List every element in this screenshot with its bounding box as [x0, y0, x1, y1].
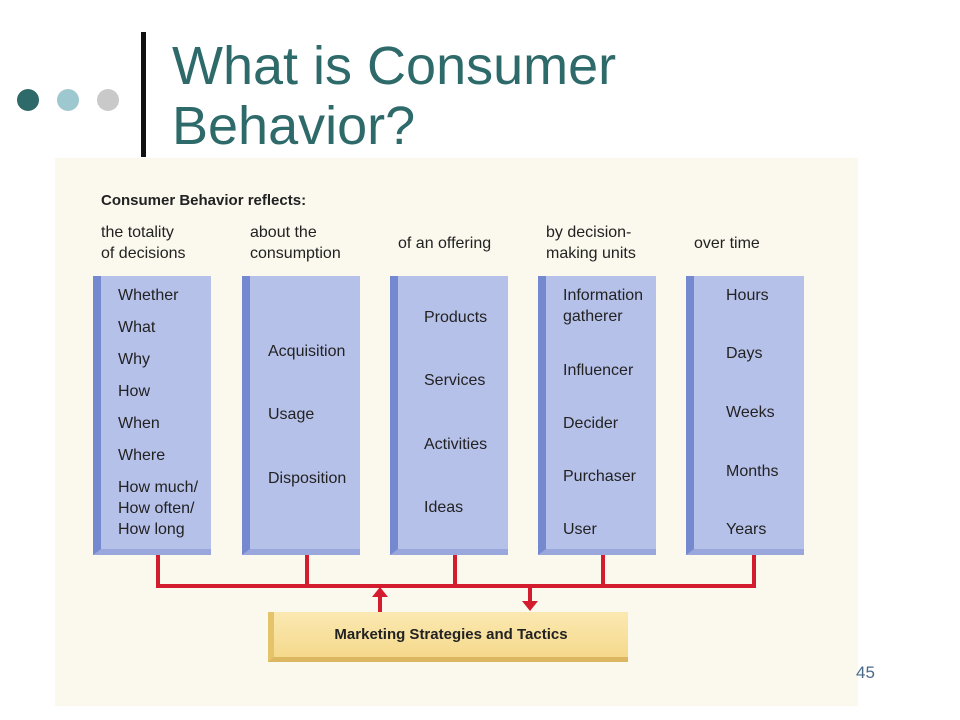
column-header-decisions: the totality of decisions [101, 222, 186, 264]
header-line: the totality [101, 224, 174, 241]
list-item: Disposition [268, 470, 347, 487]
list-item: Usage [268, 406, 315, 423]
marketing-strategies-label: Marketing Strategies and Tactics [334, 626, 568, 643]
marketing-strategies-box: Marketing Strategies and Tactics [268, 612, 628, 662]
list-item: Information [563, 287, 644, 304]
diagram-heading: Consumer Behavior reflects: [101, 192, 307, 209]
box-consumption: Acquisition Usage Disposition [242, 276, 360, 555]
header-line: of decisions [101, 245, 186, 262]
column-header-time: over time [694, 233, 760, 254]
bullet-dot-dark [17, 89, 39, 111]
list-item: Hours [726, 287, 769, 304]
list-item: Acquisition [268, 343, 346, 360]
list-item: Months [726, 463, 779, 480]
header-line: making units [546, 245, 636, 262]
slide-title: What is Consumer Behavior? [172, 36, 616, 156]
down-arrow-shaft [528, 588, 532, 602]
connector-drop [453, 555, 457, 587]
connector-drop [305, 555, 309, 587]
header-line: consumption [250, 245, 341, 262]
list-item: When [118, 415, 160, 432]
bullet-dot-gray [97, 89, 119, 111]
list-item: Years [726, 521, 767, 538]
list-item: Whether [118, 287, 179, 304]
connector-drop [156, 555, 160, 587]
title-line-1: What is Consumer [172, 36, 617, 96]
list-item: Weeks [726, 404, 775, 421]
list-item: How long [118, 521, 185, 538]
header-line: by decision- [546, 224, 632, 241]
column-header-decision-units: by decision- making units [546, 222, 636, 264]
connector-drop [601, 555, 605, 587]
box-time: Hours Days Weeks Months Years [686, 276, 804, 555]
box-decisions: Whether What Why How When Where How much… [93, 276, 211, 555]
list-item: gatherer [563, 308, 623, 325]
page-number: 45 [856, 663, 875, 682]
connector-drop [752, 555, 756, 587]
list-item: Influencer [563, 362, 634, 379]
bullet-dot-teal [57, 89, 79, 111]
title-line-2: Behavior? [172, 96, 416, 156]
column-header-consumption: about the consumption [250, 222, 341, 264]
header-line: of an offering [398, 235, 492, 252]
list-item: Services [424, 372, 486, 389]
box-decision-units: Information gatherer Influencer Decider … [538, 276, 656, 555]
list-item: How [118, 383, 151, 400]
title-divider [141, 32, 146, 157]
list-item: Days [726, 345, 763, 362]
list-item: What [118, 319, 156, 336]
list-item: Ideas [424, 499, 464, 516]
list-item: How often/ [118, 500, 195, 517]
list-item: User [563, 521, 597, 538]
header-line: about the [250, 224, 317, 241]
up-arrow-icon [372, 587, 388, 597]
list-item: How much/ [118, 479, 199, 496]
list-item: Decider [563, 415, 619, 432]
list-item: Why [118, 351, 150, 368]
list-item: Purchaser [563, 468, 636, 485]
column-header-offering: of an offering [398, 233, 491, 254]
up-arrow-shaft [378, 596, 382, 612]
down-arrow-icon [522, 601, 538, 611]
list-item: Where [118, 447, 166, 464]
list-item: Activities [424, 436, 488, 453]
box-offering: Products Services Activities Ideas [390, 276, 508, 555]
list-item: Products [424, 309, 488, 326]
header-line: over time [694, 235, 760, 252]
